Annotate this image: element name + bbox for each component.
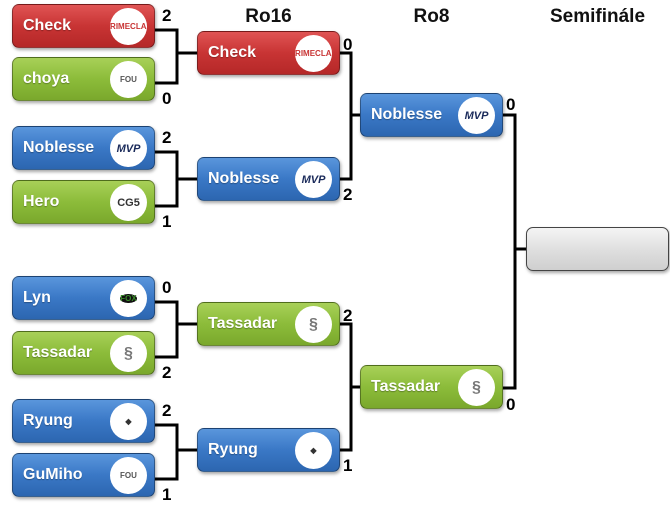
connector-ro16: [340, 51, 353, 181]
team-box: Noblesse MVP: [12, 126, 155, 170]
team-name: Tassadar: [371, 378, 441, 395]
team-box: Hero CG5: [12, 180, 155, 224]
match-score: 2: [343, 306, 353, 325]
team-box: Noblesse MVP: [197, 157, 340, 201]
team-box: Check PRIMECLAN: [12, 4, 155, 48]
team-logo-icon: §: [295, 306, 332, 343]
connector-ro8: [503, 113, 517, 390]
match-score: 0: [506, 95, 516, 114]
team-box: choya FOU: [12, 57, 155, 101]
match-score: 2: [162, 401, 172, 420]
header-ro16: Ro16: [245, 6, 292, 27]
team-name: Hero: [23, 193, 60, 210]
team-box: Ryung ◆: [197, 428, 340, 472]
team-name: Tassadar: [208, 315, 278, 332]
match-score: 0: [162, 278, 172, 297]
team-logo-icon: §: [110, 335, 147, 372]
match-score: 0: [162, 89, 172, 108]
team-logo-icon: MVP: [295, 161, 332, 198]
match-score: 0: [343, 35, 353, 54]
team-box: Ryung ◆: [12, 399, 155, 443]
team-name: Check: [208, 44, 257, 61]
team-logo-icon: FOX: [110, 280, 147, 317]
team-logo-icon: MVP: [110, 130, 147, 167]
team-box: Tassadar §: [12, 331, 155, 375]
team-logo-icon: FOU: [110, 61, 147, 98]
connector-ro16: [340, 322, 353, 452]
header-ro8: Ro8: [413, 6, 450, 27]
match-score: 1: [343, 456, 353, 475]
team-name: Ryung: [208, 441, 258, 458]
team-box: Noblesse MVP: [360, 93, 503, 137]
connector-r1: [155, 300, 179, 359]
connector-r1: [155, 28, 179, 85]
team-box: Tassadar §: [360, 365, 503, 409]
match-score: 2: [162, 128, 172, 147]
header-semifinal: Semifinále: [549, 6, 646, 27]
team-logo-icon: PRIMECLAN: [110, 8, 147, 45]
match-score: 0: [506, 395, 516, 414]
team-name: Check: [23, 17, 72, 34]
connector-r1: [155, 150, 179, 208]
team-logo-icon: MVP: [458, 97, 495, 134]
team-logo-icon: PRIMECLAN: [295, 35, 332, 72]
team-box: GuMiho FOU: [12, 453, 155, 497]
match-score: 1: [162, 212, 172, 231]
team-name: choya: [23, 70, 70, 87]
team-logo-icon: FOU: [110, 457, 147, 494]
match-score: 2: [343, 185, 353, 204]
team-box: [526, 227, 669, 271]
team-name: Noblesse: [208, 170, 280, 187]
match-score: 2: [162, 363, 172, 382]
match-score: 2: [162, 6, 172, 25]
team-logo-icon: CG5: [110, 184, 147, 221]
team-box: Lyn FOX: [12, 276, 155, 320]
team-box: Check PRIMECLAN: [197, 31, 340, 75]
team-name: GuMiho: [23, 466, 83, 483]
team-logo-icon: ◆: [295, 432, 332, 469]
team-logo-icon: §: [458, 369, 495, 406]
team-logo-icon: ◆: [110, 403, 147, 440]
match-score: 1: [162, 485, 172, 504]
team-name: Lyn: [23, 289, 51, 306]
connector-r1: [155, 423, 179, 481]
team-name: Noblesse: [23, 139, 95, 156]
team-name: Noblesse: [371, 106, 443, 123]
team-box: Tassadar §: [197, 302, 340, 346]
team-name: Tassadar: [23, 344, 93, 361]
team-name: Ryung: [23, 412, 73, 429]
